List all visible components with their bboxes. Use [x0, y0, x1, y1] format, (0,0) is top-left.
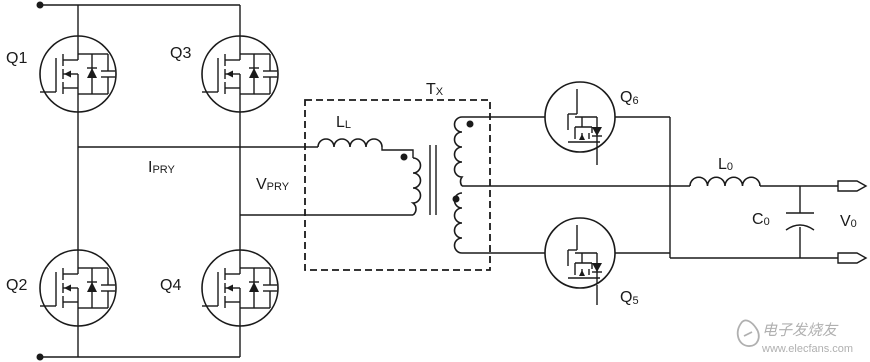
- output-inductor-coil: [689, 176, 761, 187]
- supply-terminal-bottom: [36, 353, 44, 361]
- label-q6: Q6: [620, 89, 639, 107]
- label-ll: LL: [336, 114, 351, 131]
- label-q3: Q3: [170, 45, 191, 62]
- label-ipry: IPRY: [148, 159, 176, 176]
- secondary-winding-lower: [453, 192, 463, 254]
- mosfet-q2: [39, 249, 117, 327]
- secondary-winding-upper: [453, 116, 464, 187]
- label-tx: TX: [426, 81, 444, 98]
- primary-dot: [400, 153, 408, 161]
- transformer-boundary: [304, 99, 491, 271]
- label-vpry: VPRY: [256, 176, 290, 193]
- secondary-wiring: [462, 116, 838, 305]
- mosfet-q4: [201, 249, 279, 327]
- mosfet-q1: [39, 35, 117, 113]
- leakage-inductor-coil: [317, 138, 383, 148]
- primary-winding: [410, 157, 422, 216]
- primary-wiring: [40, 4, 413, 358]
- output-terminal-negative: [837, 252, 868, 264]
- supply-terminal-top: [36, 1, 44, 9]
- label-q1: Q1: [6, 50, 27, 67]
- secondary-dot-lower: [452, 195, 460, 203]
- watermark: 电子发烧友 www.elecfans.com: [736, 319, 853, 355]
- output-terminal-positive: [837, 180, 868, 192]
- label-l0: L0: [718, 156, 733, 173]
- capacitor-plate-bottom: [785, 224, 815, 231]
- label-c0: C0: [752, 211, 770, 228]
- mosfet-q3: [201, 35, 279, 113]
- label-q5: Q5: [620, 289, 639, 307]
- mosfet-q6: [544, 81, 616, 153]
- label-q2: Q2: [6, 277, 27, 294]
- watermark-text: 电子发烧友: [762, 321, 839, 339]
- watermark-logo-icon: [736, 319, 760, 347]
- secondary-dot-upper: [466, 120, 474, 128]
- label-v0: V0: [840, 213, 857, 230]
- mosfet-q5: [544, 217, 616, 289]
- watermark-url: www.elecfans.com: [761, 343, 853, 355]
- label-q4: Q4: [160, 277, 181, 294]
